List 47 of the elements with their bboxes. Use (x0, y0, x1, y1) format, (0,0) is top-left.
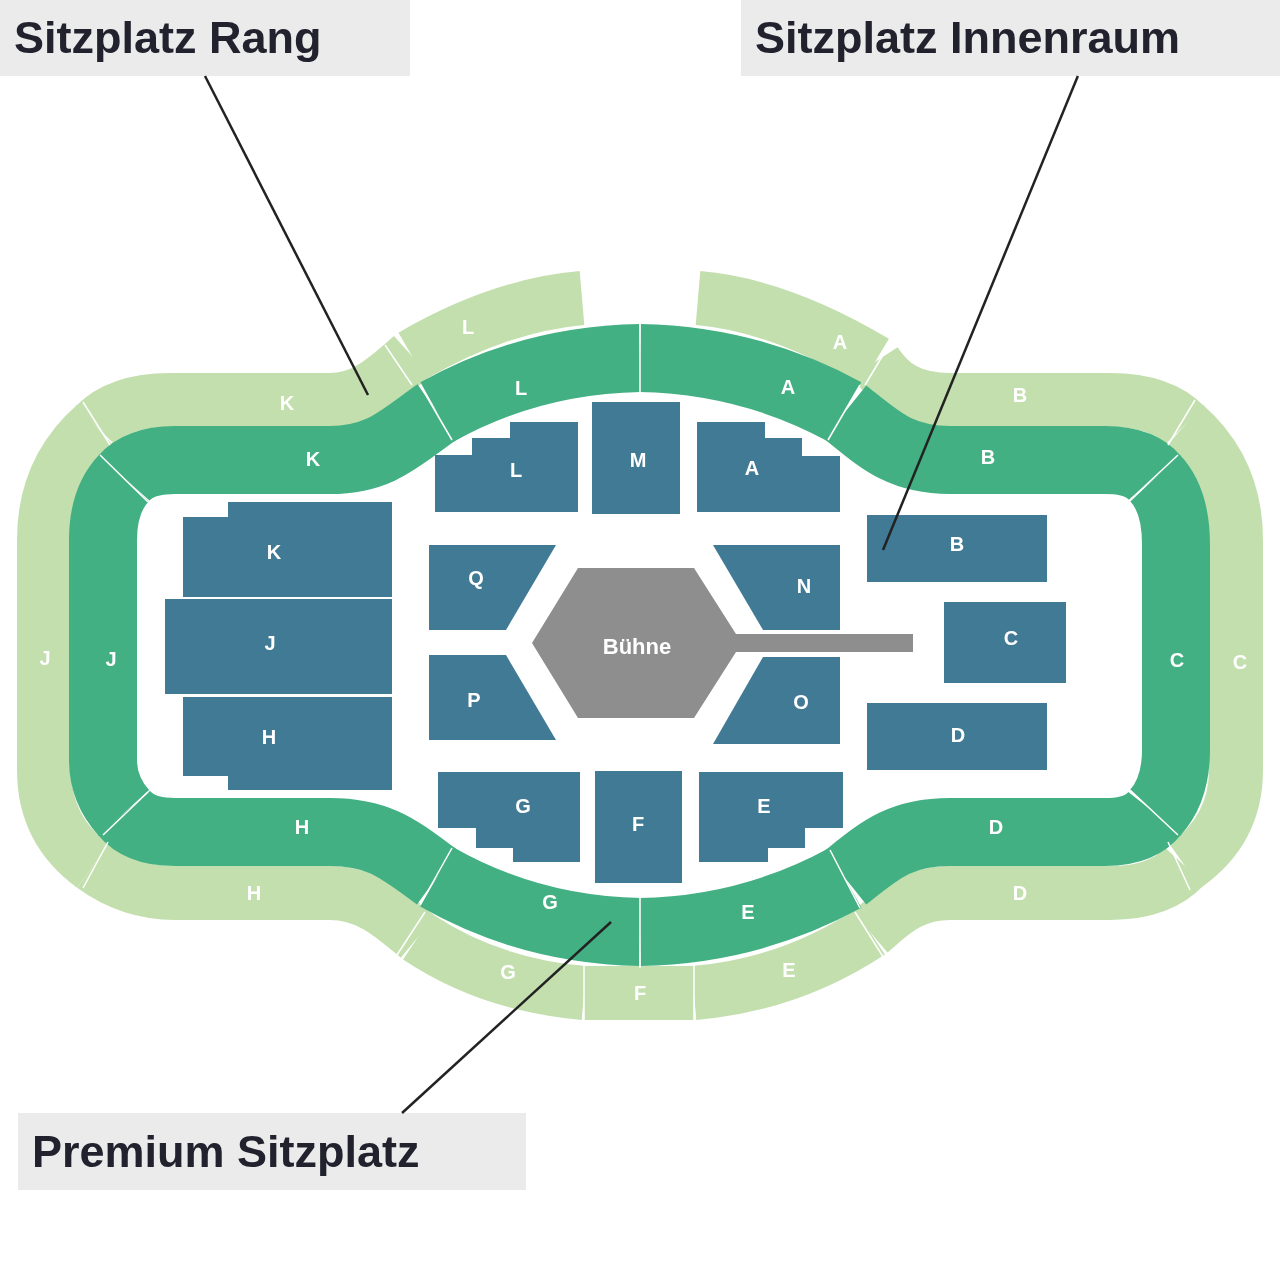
section-label: D (988, 817, 1004, 837)
section-label: B (980, 447, 996, 467)
section-label: D (1012, 883, 1028, 903)
section-label: K (305, 449, 321, 469)
stage-label: Bühne (602, 636, 672, 658)
section-label: L (509, 460, 523, 480)
section-label: J (39, 648, 51, 668)
section-label: H (294, 817, 310, 837)
label-background (0, 0, 410, 76)
section-label: E (782, 960, 796, 980)
section-label: K (279, 393, 295, 413)
section-label: H (246, 883, 262, 903)
section-label: G (500, 962, 516, 982)
section-label: B (1012, 385, 1028, 405)
section-label: B (949, 534, 965, 554)
section-label: M (629, 450, 647, 470)
section-label: A (780, 377, 796, 397)
leader-line (203, 75, 370, 396)
section-label: E (757, 796, 771, 816)
label-background (18, 1113, 526, 1190)
section-label: L (514, 378, 528, 398)
section-label: F (631, 814, 645, 834)
section-label: P (467, 690, 481, 710)
section-label: L (461, 317, 475, 337)
section-label: J (105, 649, 117, 669)
section-label: G (515, 796, 531, 816)
section-label: D (950, 725, 966, 745)
label-background (741, 0, 1280, 76)
callout-label: Sitzplatz Innenraum (755, 13, 1181, 63)
section-label: C (1003, 628, 1019, 648)
section-label: H (261, 727, 277, 747)
section-label: G (542, 892, 558, 912)
section-label: A (744, 458, 760, 478)
section-label: Q (468, 568, 484, 588)
section-label: C (1232, 652, 1248, 672)
section-label: A (832, 332, 848, 352)
section-label: F (633, 983, 647, 1003)
section-label: O (793, 692, 809, 712)
section-label: J (264, 633, 276, 653)
callout-label: Premium Sitzplatz (32, 1126, 420, 1177)
section-label: K (266, 542, 282, 562)
callout-label: Sitzplatz Rang (14, 13, 322, 63)
leader-line (881, 75, 1080, 551)
section-label: N (796, 576, 812, 596)
section-label: C (1169, 650, 1185, 670)
section-label: E (741, 902, 755, 922)
leader-line (401, 921, 612, 1114)
